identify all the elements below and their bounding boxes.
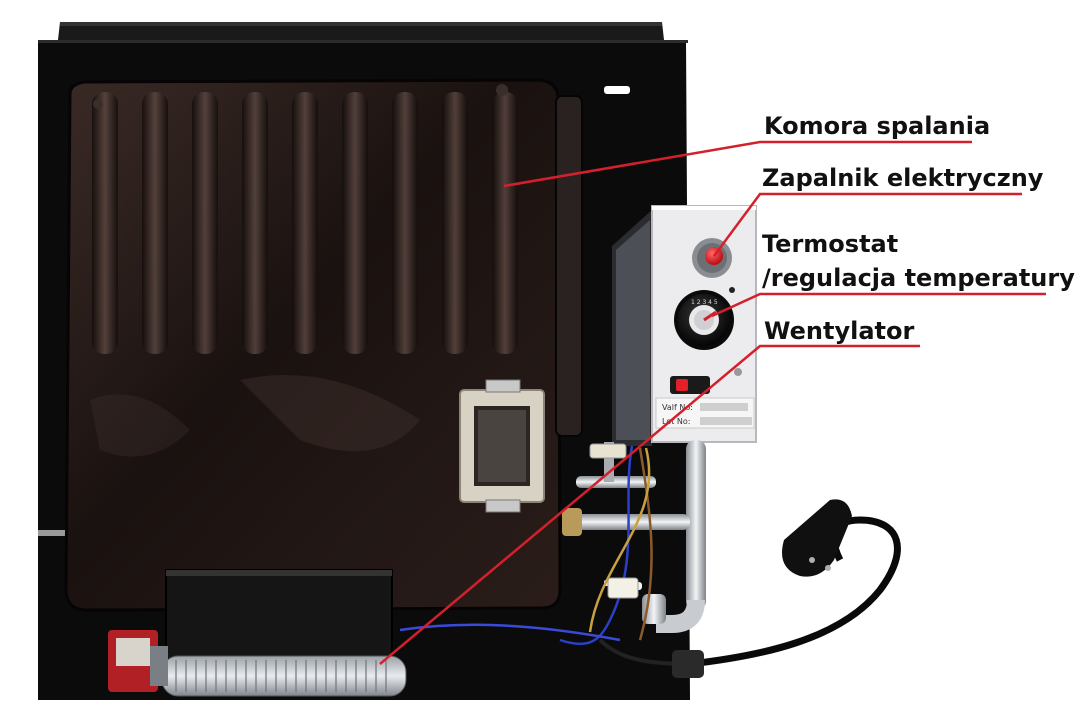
serial-label: Valf No: Lot No: [655, 397, 755, 429]
combustion-chamber [64, 78, 583, 612]
power-switch [670, 376, 710, 394]
top-rail [58, 22, 664, 40]
sight-glass [459, 379, 545, 513]
callout-thermostat-line2: /regulacja temperatury [762, 264, 1075, 292]
svg-text:1 2 3 4 5: 1 2 3 4 5 [691, 299, 718, 306]
callout-thermostat-line1: Termostat [762, 230, 899, 258]
leader-lines [379, 140, 1046, 665]
callout-fan: Wentylator [764, 317, 915, 345]
leader-fan [379, 344, 920, 665]
control-box: 1 2 3 4 5 Valf No: Lot No: [612, 205, 757, 446]
chamber-ribs [92, 92, 518, 354]
valf-number-label: Valf No: [662, 403, 693, 412]
power-plug [782, 499, 852, 577]
thermostat-knob: 1 2 3 4 5 [674, 290, 734, 350]
leader-combustion-chamber [503, 140, 972, 188]
lot-number-label: Lot No: [662, 417, 690, 426]
igniter-button [692, 238, 732, 278]
callout-combustion-chamber: Komora spalania [764, 112, 991, 140]
fan-assembly [108, 569, 407, 697]
power-cable [672, 499, 901, 678]
callout-electric-igniter: Zapalnik elektryczny [762, 164, 1044, 192]
leader-igniter [712, 192, 1022, 257]
leader-thermostat [711, 292, 1046, 318]
gas-pipes [562, 440, 706, 633]
